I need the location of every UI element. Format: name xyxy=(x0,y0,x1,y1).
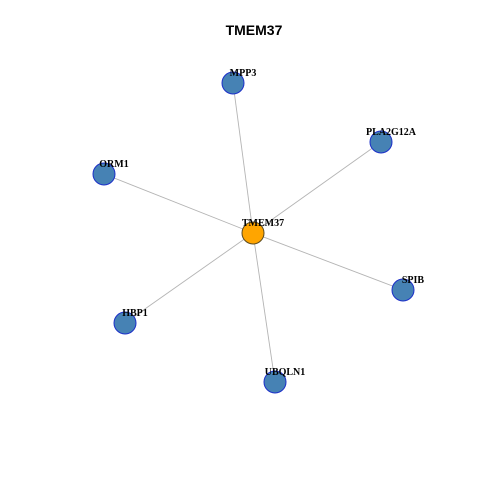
edge-tmem37-spib xyxy=(252,232,404,291)
node-circle-pla2g12a xyxy=(369,130,393,154)
node-spib: SPIB xyxy=(391,275,425,302)
node-circle-ubqln1 xyxy=(263,370,287,394)
node-label-pla2g12a: PLA2G12A xyxy=(366,127,417,138)
node-mpp3: MPP3 xyxy=(221,68,257,95)
node-label-hbp1: HBP1 xyxy=(122,308,148,319)
node-tmem37: TMEM37 xyxy=(241,218,284,245)
node-circle-orm1 xyxy=(92,162,116,186)
node-label-ubqln1: UBQLN1 xyxy=(265,367,306,378)
node-label-orm1: ORM1 xyxy=(99,159,128,170)
node-label-mpp3: MPP3 xyxy=(230,68,257,79)
node-circle-tmem37 xyxy=(241,221,265,245)
node-orm1: ORM1 xyxy=(92,159,129,186)
node-pla2g12a: PLA2G12A xyxy=(366,127,417,154)
edge-tmem37-mpp3 xyxy=(232,82,254,234)
node-circle-mpp3 xyxy=(221,71,245,95)
edges-layer xyxy=(103,82,404,383)
edge-tmem37-ubqln1 xyxy=(252,232,276,383)
edge-tmem37-pla2g12a xyxy=(252,141,382,234)
node-label-spib: SPIB xyxy=(402,275,425,286)
node-label-tmem37: TMEM37 xyxy=(242,218,284,229)
node-hbp1: HBP1 xyxy=(113,308,148,335)
node-circle-hbp1 xyxy=(113,311,137,335)
edge-tmem37-hbp1 xyxy=(124,232,254,324)
edge-tmem37-orm1 xyxy=(103,173,254,234)
node-circle-spib xyxy=(391,278,415,302)
node-ubqln1: UBQLN1 xyxy=(263,367,306,394)
diagram-title: TMEM37 xyxy=(226,22,283,38)
